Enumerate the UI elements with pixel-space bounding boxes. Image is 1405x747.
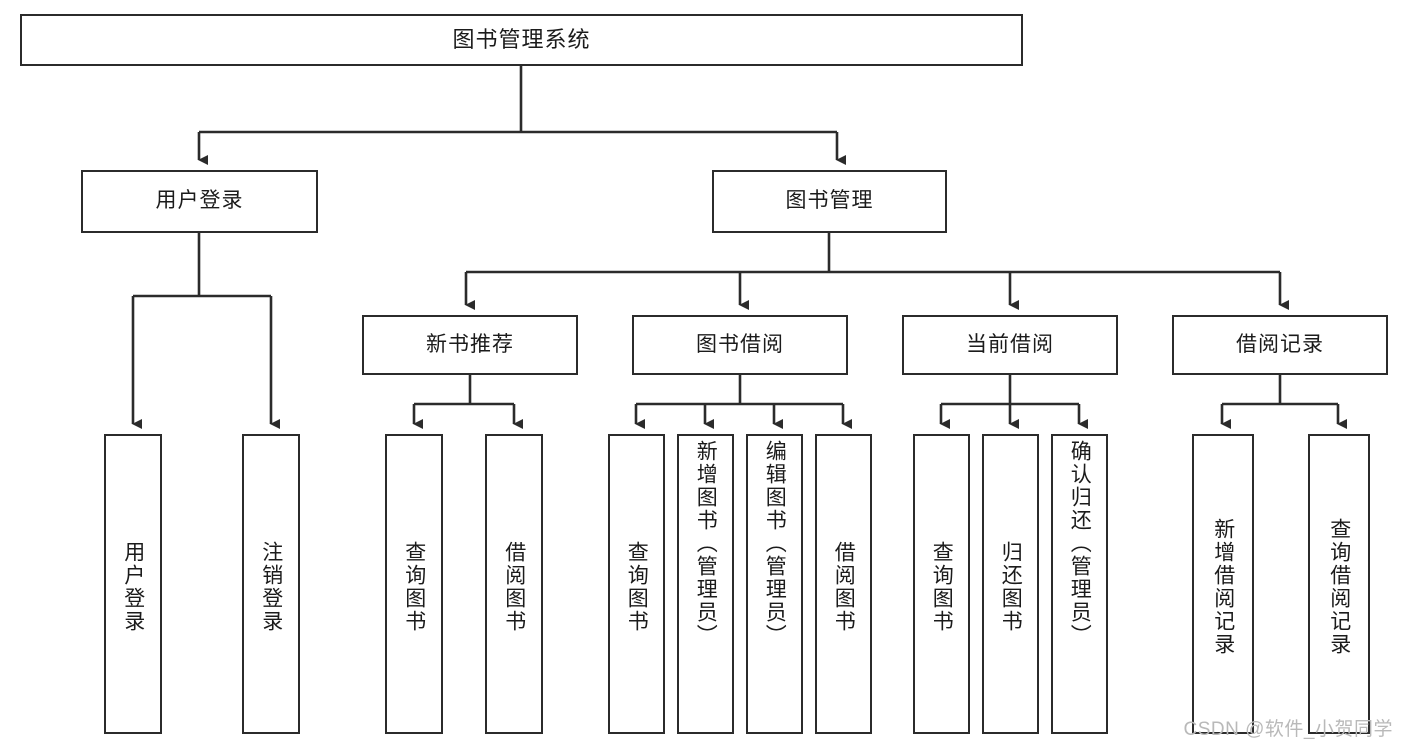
node-label: 新书推荐 <box>426 332 514 356</box>
leaf-logout[interactable]: 注销登录 <box>242 434 300 734</box>
node-label: 查询图书 <box>402 541 426 633</box>
leaf-newbook-query-book[interactable]: 查询图书 <box>385 434 443 734</box>
node-label: 用户登录 <box>121 541 145 633</box>
node-label: 图书管理 <box>785 189 874 213</box>
node-label: 确认归还（管理员） <box>1068 440 1092 647</box>
node-borrow-record[interactable]: 借阅记录 <box>1172 315 1388 375</box>
node-new-book-recommend[interactable]: 新书推荐 <box>362 315 578 375</box>
node-label: 新增借阅记录 <box>1211 518 1235 656</box>
node-label: 注销登录 <box>259 541 283 633</box>
node-book-management[interactable]: 图书管理 <box>712 170 947 233</box>
node-current-borrow[interactable]: 当前借阅 <box>902 315 1118 375</box>
node-label: 用户登录 <box>155 189 244 213</box>
node-label: 图书借阅 <box>696 332 784 356</box>
leaf-user-login[interactable]: 用户登录 <box>104 434 162 734</box>
node-user-login[interactable]: 用户登录 <box>81 170 318 233</box>
node-book-borrow[interactable]: 图书借阅 <box>632 315 848 375</box>
node-label: 当前借阅 <box>966 332 1054 356</box>
node-label: 借阅记录 <box>1236 332 1324 356</box>
node-label: 归还图书 <box>999 541 1023 633</box>
node-label: 查询图书 <box>930 541 954 633</box>
leaf-record-add-record[interactable]: 新增借阅记录 <box>1192 434 1254 734</box>
leaf-borrow-query-book[interactable]: 查询图书 <box>608 434 665 734</box>
leaf-record-query-record[interactable]: 查询借阅记录 <box>1308 434 1370 734</box>
leaf-current-query-book[interactable]: 查询图书 <box>913 434 970 734</box>
node-system-root[interactable]: 图书管理系统 <box>20 14 1023 66</box>
leaf-borrow-borrow-book[interactable]: 借阅图书 <box>815 434 872 734</box>
leaf-newbook-borrow-book[interactable]: 借阅图书 <box>485 434 543 734</box>
node-label: 编辑图书（管理员） <box>763 440 787 647</box>
node-label: 图书管理系统 <box>452 27 591 53</box>
leaf-current-confirm-return-admin[interactable]: 确认归还（管理员） <box>1051 434 1108 734</box>
leaf-borrow-edit-book-admin[interactable]: 编辑图书（管理员） <box>746 434 803 734</box>
leaf-current-return-book[interactable]: 归还图书 <box>982 434 1039 734</box>
node-label: 借阅图书 <box>832 541 856 633</box>
node-label: 查询图书 <box>625 541 649 633</box>
node-label: 查询借阅记录 <box>1327 518 1351 656</box>
node-label: 新增图书（管理员） <box>694 440 718 647</box>
leaf-borrow-add-book-admin[interactable]: 新增图书（管理员） <box>677 434 734 734</box>
node-label: 借阅图书 <box>502 541 526 633</box>
